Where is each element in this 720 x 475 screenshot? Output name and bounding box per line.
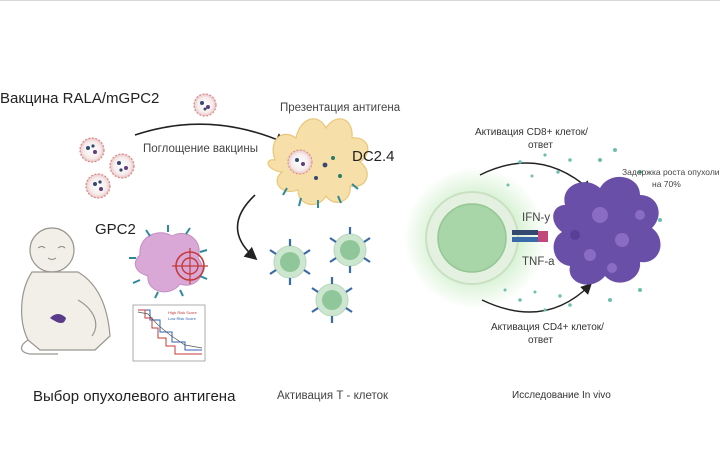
cytokine-dots: [503, 148, 662, 312]
dendritic-cell-icon: [267, 118, 369, 208]
effector-tcell-icon: [425, 191, 548, 285]
km-legend-low: Low Risk Score: [168, 316, 196, 321]
cd4-label-line1: Активация CD4+ клеток/: [491, 322, 604, 333]
cd4-label-line2: ответ: [528, 335, 553, 346]
uptake-label: Поглощение вакцины: [143, 143, 258, 155]
ifn-label: IFN-y: [522, 212, 551, 224]
tcell-icon: [269, 227, 371, 323]
tcell-activation-label: Активация Т - клеток: [277, 390, 389, 402]
target-icon: [172, 248, 208, 284]
delay-label-line1: Задержка роста опухоли: [622, 167, 720, 177]
km-plot: [132, 304, 206, 362]
in-vivo-label: Исследование In vivo: [512, 390, 611, 401]
nanoparticle-icon: [79, 93, 217, 199]
presentation-label: Презентация антигена: [280, 102, 401, 114]
cd8-label-line1: Активация CD8+ клеток/: [475, 127, 588, 138]
top-border: [0, 0, 720, 1]
vaccine-label: Вакцина RALA/mGPC2: [0, 90, 160, 107]
selection-label: Выбор опухолевого антигена: [33, 388, 236, 405]
tumor-icon: [553, 176, 661, 285]
delay-label-line2: на 70%: [652, 179, 681, 189]
cd8-label-line2: ответ: [528, 140, 553, 151]
km-legend-high: High Risk Score: [168, 310, 197, 315]
gpc2-cell-icon: [129, 225, 208, 299]
baby-icon: [20, 227, 111, 355]
dc-label: DC2.4: [352, 148, 395, 165]
tnf-label: TNF-a: [522, 256, 555, 268]
gpc2-label: GPC2: [95, 221, 136, 238]
